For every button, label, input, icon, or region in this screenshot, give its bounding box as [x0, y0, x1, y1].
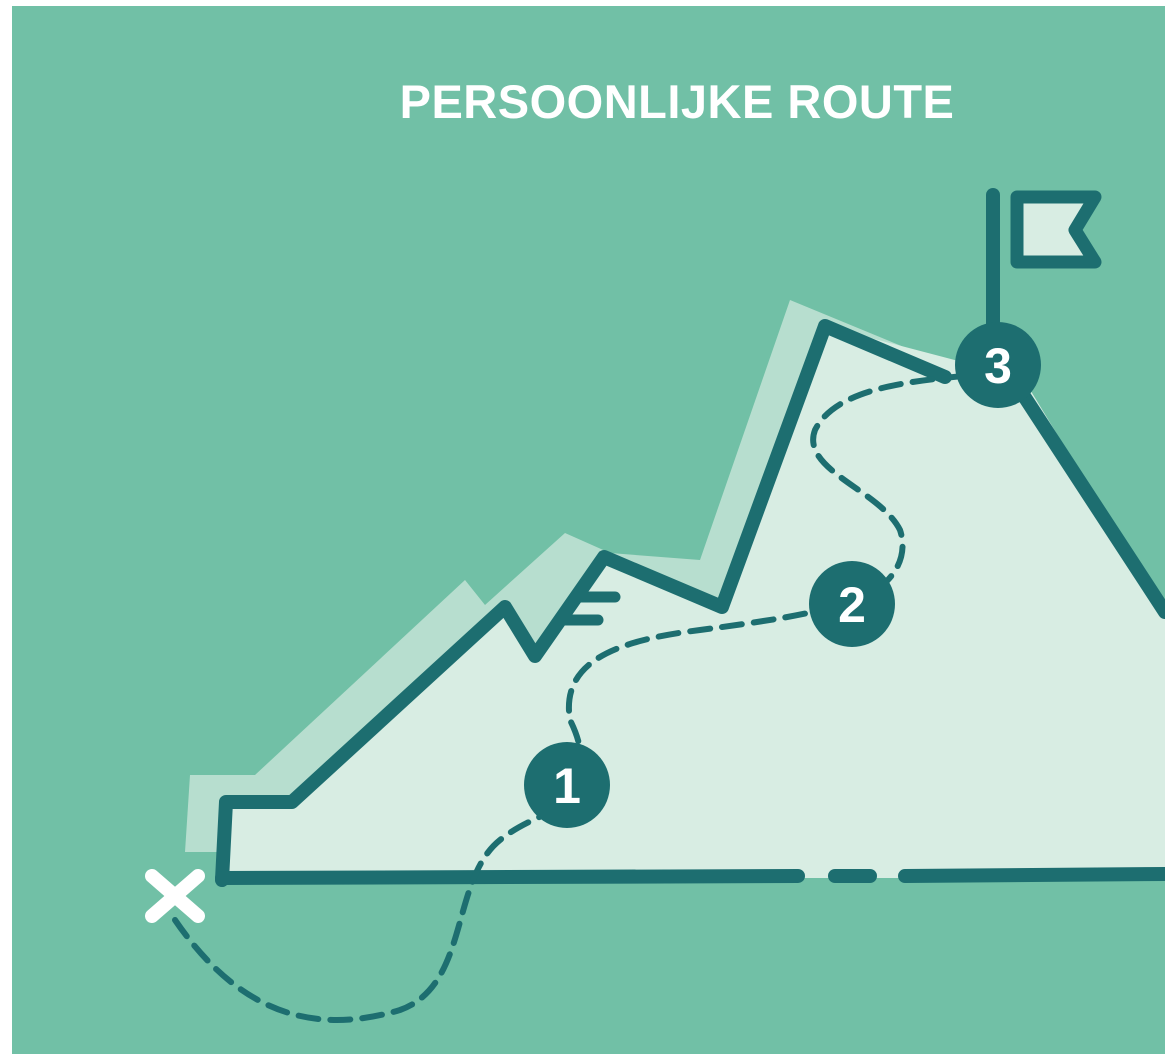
step-badge-3-label: 3	[984, 338, 1012, 394]
step-badge-1: 1	[524, 742, 610, 828]
flag-icon	[993, 195, 1095, 345]
step-badge-2: 2	[809, 561, 895, 647]
x-mark-icon	[152, 876, 198, 916]
mountain-scene: 1 2 3	[12, 6, 1165, 1054]
step-badge-1-label: 1	[553, 758, 581, 814]
step-badge-2-label: 2	[838, 577, 866, 633]
route-illustration: PERSOONLIJKE ROUTE 1	[12, 6, 1165, 1054]
ground-line	[222, 876, 798, 878]
ground-line	[905, 874, 1165, 876]
step-badge-3: 3	[955, 322, 1041, 408]
